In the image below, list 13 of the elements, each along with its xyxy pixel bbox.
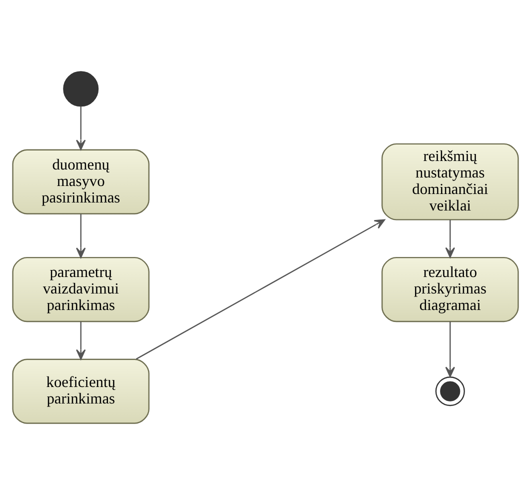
arrow [445,322,455,378]
arrow [76,106,86,150]
arrow [76,322,86,360]
node-box: koeficientų parinkimas [12,358,150,424]
arrow [136,219,386,360]
arrow [76,214,86,258]
node-box: reikšmių nustatymas dominančiai veiklai [382,143,519,220]
node-box: rezultato priskyrimas diagramai [382,256,519,322]
node-box: parametrų vaizdavimui parinkimas [12,256,150,322]
node-circle [435,376,465,406]
node-box: duomenų masyvo pasirinkimas [12,149,150,214]
arrow [445,220,455,258]
node-circle [63,71,99,107]
